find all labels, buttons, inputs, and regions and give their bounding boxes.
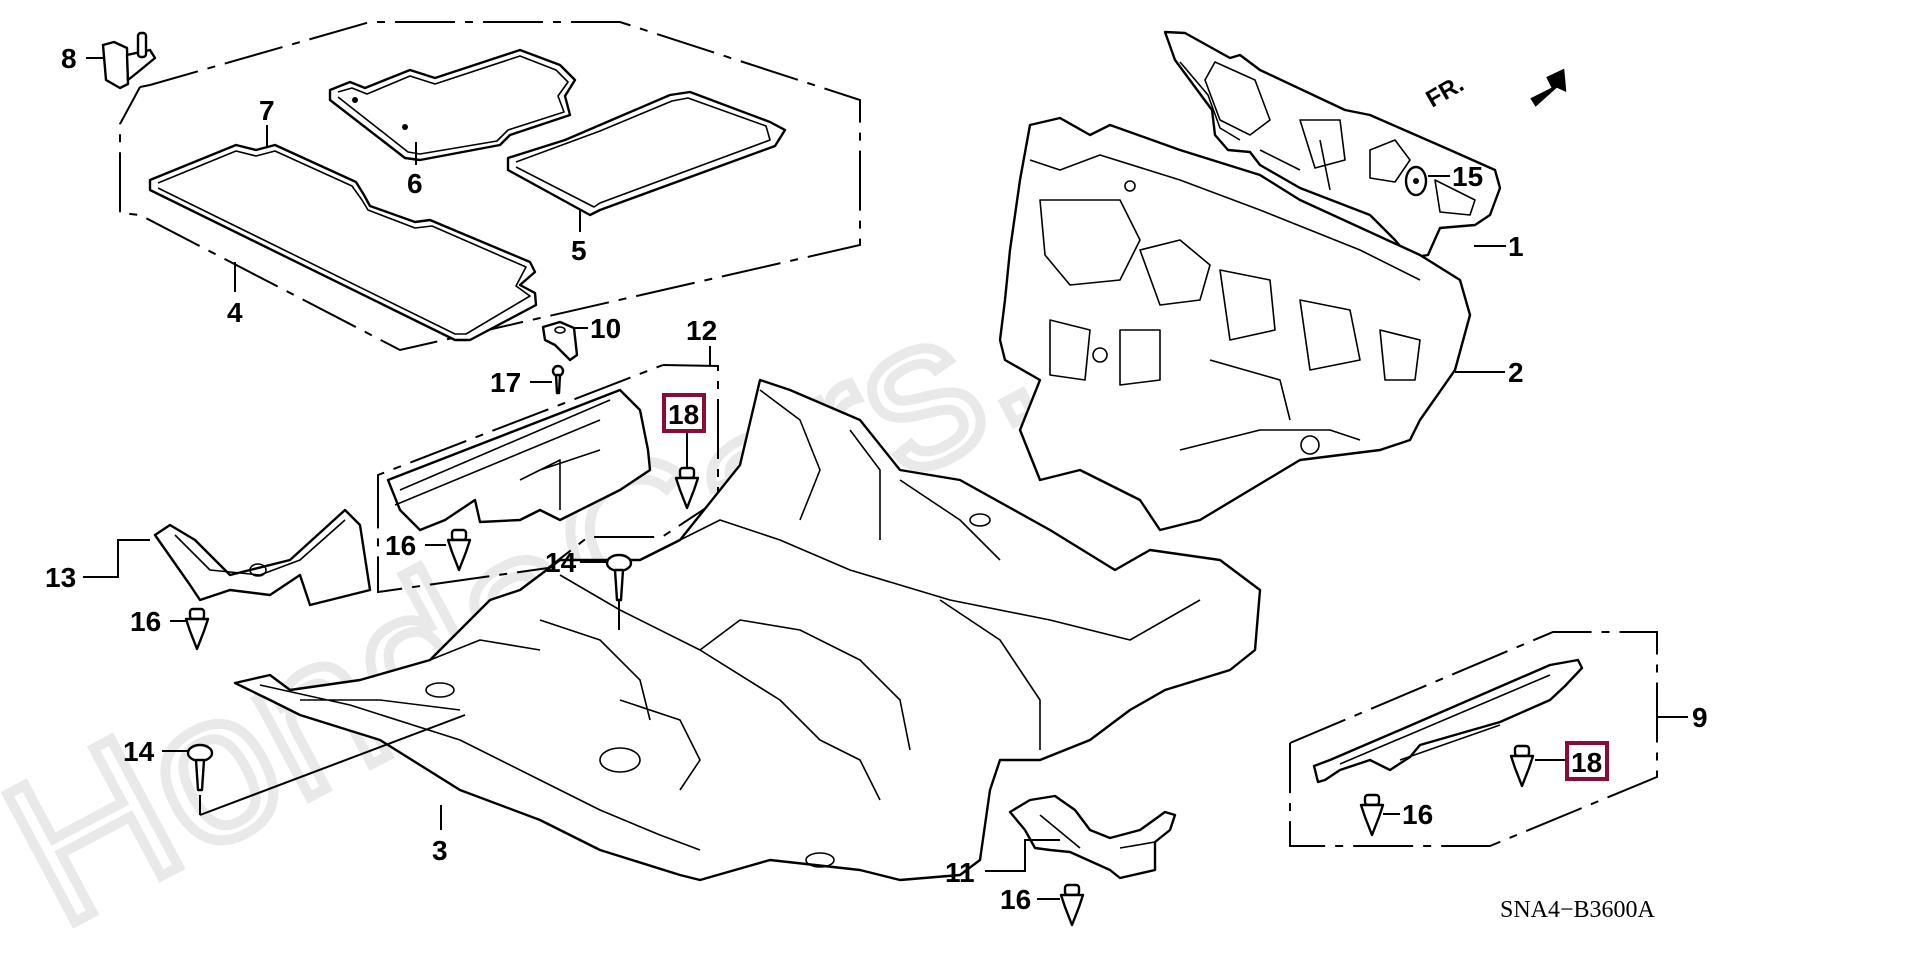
floor-carpet[interactable] (233, 378, 1262, 882)
callout-8[interactable]: 8 (61, 43, 77, 74)
front-heater-duct[interactable] (386, 388, 652, 532)
callout-5[interactable]: 5 (571, 235, 587, 266)
mat-front-right[interactable] (328, 48, 577, 162)
screw-14-upper[interactable] (580, 553, 633, 630)
front-heater-duct-set (377, 346, 719, 594)
callout-labels: 1 2 3 4 5 6 7 8 9 10 11 12 13 14 14 15 1… (45, 43, 1708, 915)
callout-12[interactable]: 12 (686, 315, 717, 346)
callout-10[interactable]: 10 (590, 313, 621, 344)
mat-hook[interactable] (86, 31, 157, 90)
callout-16-b[interactable]: 16 (130, 606, 161, 637)
callout-18-lower-box (1565, 741, 1609, 781)
dashboard-insulator-upper[interactable] (1163, 30, 1506, 260)
callout-3[interactable]: 3 (432, 835, 448, 866)
callout-2[interactable]: 2 (1508, 357, 1524, 388)
callout-15[interactable]: 15 (1452, 161, 1483, 192)
callout-11[interactable]: 11 (945, 857, 975, 888)
callout-14-upper[interactable]: 14 (545, 547, 577, 578)
clip-16-c[interactable] (1359, 793, 1400, 837)
clip-16-b[interactable] (170, 607, 210, 651)
diagram-code: SNA4−B3600A (1500, 897, 1656, 923)
clip-18-upper[interactable] (674, 432, 700, 510)
screw-14-lower[interactable] (162, 714, 466, 816)
callout-1[interactable]: 1 (1508, 231, 1524, 262)
bracket-10[interactable] (541, 320, 588, 362)
callout-17[interactable]: 17 (490, 367, 521, 398)
mat-front-left[interactable] (148, 143, 538, 342)
clip-16-a[interactable] (425, 528, 472, 572)
callout-9[interactable]: 9 (1692, 702, 1708, 733)
front-arrow-icon (1530, 68, 1567, 107)
screw-17[interactable] (530, 364, 565, 395)
callout-13[interactable]: 13 (45, 562, 76, 593)
duct-set-12-frame (377, 364, 719, 594)
rear-heater-duct-11[interactable] (985, 794, 1177, 880)
callout-14-lower[interactable]: 14 (123, 736, 155, 767)
callout-16-c[interactable]: 16 (1402, 799, 1433, 830)
floor-mat-set (119, 21, 861, 352)
leader-11 (985, 839, 1060, 872)
mat-set-frame (119, 21, 861, 352)
callout-6[interactable]: 6 (407, 168, 423, 199)
callout-18-lower[interactable]: 18 (1571, 747, 1602, 778)
callout-7[interactable]: 7 (259, 95, 275, 126)
clip-16-d[interactable] (1037, 883, 1085, 927)
callout-16-a[interactable]: 16 (385, 530, 416, 561)
leader-13 (83, 539, 150, 578)
callout-18-upper[interactable]: 18 (668, 399, 699, 430)
nut-15[interactable] (1404, 165, 1450, 197)
duct-set-9-frame (1289, 631, 1658, 847)
rear-heater-duct-set (1289, 631, 1688, 847)
clip-18-lower[interactable] (1509, 744, 1566, 788)
callout-4[interactable]: 4 (227, 297, 243, 328)
dashboard-insulator-lower[interactable] (998, 116, 1505, 532)
front-direction-indicator: FR. (1422, 68, 1567, 113)
heater-duct-13[interactable] (153, 508, 372, 607)
front-label: FR. (1422, 70, 1469, 113)
mat-rear[interactable] (506, 90, 787, 217)
callout-18-upper-box (662, 393, 706, 433)
callout-16-d[interactable]: 16 (1000, 884, 1031, 915)
